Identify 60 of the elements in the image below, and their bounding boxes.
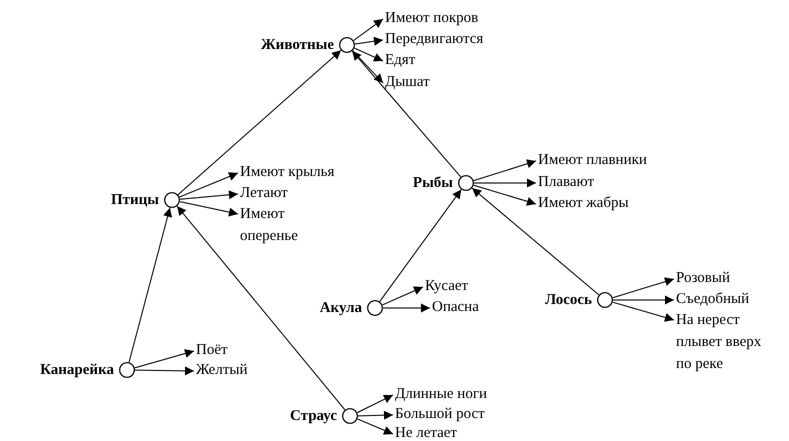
arrow bbox=[352, 50, 462, 178]
property-label: На нерест плывет вверх по реке bbox=[676, 309, 774, 375]
property-label: Кусает bbox=[425, 276, 468, 296]
concept-label: Животные bbox=[260, 36, 334, 55]
arrow bbox=[356, 418, 394, 435]
arrow bbox=[352, 50, 384, 84]
property-label: Имеют плавники bbox=[538, 150, 647, 170]
property-label: Дышат bbox=[385, 72, 430, 92]
property-label: Летают bbox=[240, 183, 288, 203]
arrow bbox=[179, 190, 238, 200]
concept-label: Птицы bbox=[110, 191, 159, 210]
arrow bbox=[473, 159, 536, 182]
arrow bbox=[612, 302, 674, 322]
property-label: Имеют крылья bbox=[240, 162, 334, 182]
arrow bbox=[612, 296, 674, 304]
property-label: Опасна bbox=[432, 297, 479, 317]
concept-circle bbox=[458, 175, 474, 191]
arrow bbox=[128, 207, 172, 363]
property-label: Длинные ноги bbox=[395, 384, 487, 404]
arrow bbox=[382, 304, 430, 312]
arrow bbox=[382, 286, 424, 306]
arrow bbox=[474, 178, 536, 188]
arrow bbox=[356, 394, 394, 414]
concept-circle bbox=[342, 408, 358, 424]
property-label: Имеют покров bbox=[385, 8, 478, 28]
concept-label: Акула bbox=[320, 299, 362, 318]
property-label: Желтый bbox=[196, 360, 248, 380]
concept-label: Лосось bbox=[544, 291, 592, 310]
concept-circle bbox=[597, 292, 613, 308]
property-label: Едят bbox=[385, 50, 416, 70]
arrow bbox=[178, 50, 342, 196]
concept-circle bbox=[119, 362, 135, 378]
property-label: Поёт bbox=[196, 340, 228, 360]
property-label: Съедобный bbox=[676, 289, 750, 309]
arrow bbox=[134, 366, 194, 376]
arrow bbox=[134, 349, 194, 368]
arrow bbox=[354, 48, 384, 62]
arrow bbox=[353, 18, 384, 41]
concept-label: Страус bbox=[290, 407, 337, 426]
arrow bbox=[472, 188, 600, 296]
concept-label: Рыбы bbox=[412, 174, 453, 193]
property-label: Плавают bbox=[538, 172, 594, 192]
arrow bbox=[354, 36, 384, 46]
property-label: Розовый bbox=[676, 268, 730, 288]
arrow bbox=[358, 410, 394, 420]
arrow bbox=[176, 206, 346, 410]
arrow bbox=[473, 184, 536, 206]
property-label: Передвигаются bbox=[385, 29, 484, 49]
property-label: Имеют оперенье bbox=[240, 203, 320, 247]
concept-circle bbox=[367, 300, 383, 316]
property-label: Большой рост bbox=[395, 404, 485, 424]
arrow bbox=[379, 188, 462, 302]
concept-circle bbox=[164, 192, 180, 208]
arrow bbox=[178, 172, 238, 198]
arrow bbox=[179, 201, 238, 217]
property-label: Не летает bbox=[395, 423, 457, 441]
concept-circle bbox=[339, 37, 355, 53]
concept-label: Канарейка bbox=[40, 361, 114, 380]
property-label: Имеют жабры bbox=[538, 193, 629, 213]
arrow bbox=[612, 277, 674, 298]
